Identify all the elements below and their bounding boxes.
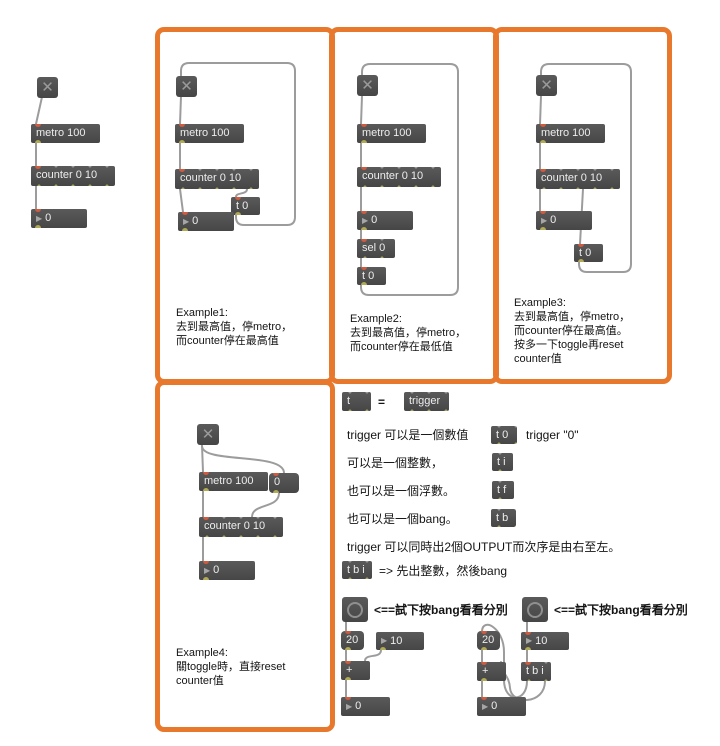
caption-line: 去到最高值，停metro， — [350, 327, 467, 339]
t-object: t — [342, 392, 371, 411]
number-box[interactable]: ▶0 — [31, 209, 87, 228]
number-box-result[interactable]: ▶0 — [341, 697, 390, 716]
toggle-checkbox[interactable]: ✕ — [357, 75, 378, 96]
trigger-output-order-text: trigger 可以同時出2個OUTPUT而次序是由右至左。 — [347, 540, 621, 554]
bang-hint-right: <==試下按bang看看分別 — [554, 603, 688, 617]
number-triangle-icon: ▶ — [541, 215, 548, 225]
number-value: 0 — [355, 700, 362, 712]
number-box[interactable]: ▶0 — [536, 211, 592, 230]
example4-caption: Example4: 關toggle時，直接reset counter值 — [176, 646, 285, 688]
example2-caption: Example2: 去到最高值，停metro， 而counter停在最低值 — [350, 312, 466, 354]
number-triangle-icon: ▶ — [362, 215, 369, 225]
number-value: 0 — [371, 214, 378, 226]
number-value: 10 — [390, 634, 403, 647]
trigger-bi-object: t b i — [342, 561, 372, 579]
sel-object: sel 0 — [357, 239, 395, 258]
number-box[interactable]: ▶0 — [199, 561, 255, 580]
caption-line: 而counter停在最高值 — [176, 335, 279, 347]
number-value: 10 — [535, 634, 548, 647]
plus-object: + — [477, 662, 506, 681]
toggle-checkbox[interactable]: ✕ — [197, 424, 219, 445]
toggle-x-icon: ✕ — [540, 77, 553, 94]
toggle-checkbox[interactable]: ✕ — [176, 76, 197, 97]
counter-object: counter 0 10 — [536, 169, 620, 189]
message-box-0[interactable]: 0 — [269, 473, 299, 493]
trigger-0-object: t 0 — [231, 197, 260, 215]
trigger-bi-object: t b i — [521, 662, 551, 681]
number-triangle-icon: ▶ — [526, 636, 533, 645]
caption-title: Example2: — [350, 313, 402, 325]
number-value: 0 — [192, 215, 199, 227]
number-triangle-icon: ▶ — [482, 701, 489, 711]
message-box-20[interactable]: 20 — [341, 631, 364, 650]
toggle-x-icon: ✕ — [41, 79, 54, 96]
metro-object: metro 100 — [31, 124, 100, 143]
caption-line: 關toggle時，直接reset — [176, 661, 286, 673]
number-box-result[interactable]: ▶0 — [477, 697, 526, 716]
number-triangle-icon: ▶ — [346, 701, 353, 711]
equals-sign: = — [378, 395, 386, 409]
trigger-0-object: t 0 — [491, 426, 517, 444]
number-triangle-icon: ▶ — [36, 213, 43, 223]
caption-line: counter值 — [176, 675, 224, 687]
number-triangle-icon: ▶ — [381, 636, 388, 645]
number-box[interactable]: ▶0 — [178, 212, 234, 231]
plus-object: + — [341, 661, 370, 680]
trigger-row1-note: trigger "0" — [526, 428, 579, 442]
number-box-10[interactable]: ▶10 — [521, 632, 569, 650]
number-box-10[interactable]: ▶10 — [376, 632, 424, 650]
example3-frame — [493, 27, 672, 384]
toggle-checkbox[interactable]: ✕ — [37, 77, 58, 98]
caption-line: 按多一下toggle再reset — [514, 339, 624, 351]
toggle-x-icon: ✕ — [361, 77, 374, 94]
number-triangle-icon: ▶ — [183, 216, 190, 226]
counter-object: counter 0 10 — [357, 167, 441, 187]
trigger-0-object: t 0 — [574, 244, 603, 262]
caption-line: 而counter停在最高值。 — [514, 325, 628, 337]
trigger-bi-note: => 先出整數，然後bang — [379, 564, 508, 578]
toggle-x-icon: ✕ — [180, 78, 193, 95]
trigger-row4-text: 也可以是一個bang。 — [347, 512, 458, 526]
toggle-checkbox[interactable]: ✕ — [536, 75, 557, 96]
number-value: 0 — [550, 214, 557, 226]
trigger-f-object: t f — [492, 481, 514, 499]
caption-line: 去到最高值，停metro， — [514, 311, 631, 323]
bang-hint-left: <==試下按bang看看分別 — [374, 603, 508, 617]
trigger-0-object: t 0 — [357, 267, 386, 285]
caption-title: Example1: — [176, 307, 228, 319]
counter-object: counter 0 10 — [199, 517, 283, 537]
caption-line: 而counter停在最低值 — [350, 341, 453, 353]
example4-frame — [155, 380, 335, 732]
example1-caption: Example1: 去到最高值，停metro， 而counter停在最高值 — [176, 306, 292, 348]
trigger-b-object: t b — [491, 509, 516, 527]
example3-caption: Example3: 去到最高值，停metro， 而counter停在最高值。 按… — [514, 296, 630, 366]
trigger-row2-text: 可以是一個整數， — [347, 456, 444, 470]
bang-button[interactable] — [342, 597, 368, 622]
number-box[interactable]: ▶0 — [357, 211, 413, 230]
trigger-i-object: t i — [492, 453, 513, 471]
trigger-row3-text: 也可以是一個浮數。 — [347, 484, 456, 498]
bang-button[interactable] — [522, 597, 548, 622]
caption-title: Example4: — [176, 647, 228, 659]
caption-line: counter值 — [514, 353, 562, 365]
caption-line: 去到最高值，停metro， — [176, 321, 293, 333]
metro-object: metro 100 — [536, 124, 605, 143]
number-value: 0 — [45, 212, 52, 224]
metro-object: metro 100 — [357, 124, 426, 143]
metro-object: metro 100 — [175, 124, 244, 143]
metro-object: metro 100 — [199, 472, 268, 491]
number-triangle-icon: ▶ — [204, 565, 211, 575]
message-box-20[interactable]: 20 — [477, 631, 500, 650]
toggle-x-icon: ✕ — [201, 426, 215, 443]
trigger-object: trigger — [404, 392, 449, 411]
counter-object: counter 0 10 — [31, 166, 115, 186]
number-value: 0 — [491, 700, 498, 712]
trigger-row1-text: trigger 可以是一個數值 — [347, 428, 469, 442]
counter-object: counter 0 10 — [175, 169, 259, 189]
number-value: 0 — [213, 564, 220, 576]
caption-title: Example3: — [514, 297, 566, 309]
